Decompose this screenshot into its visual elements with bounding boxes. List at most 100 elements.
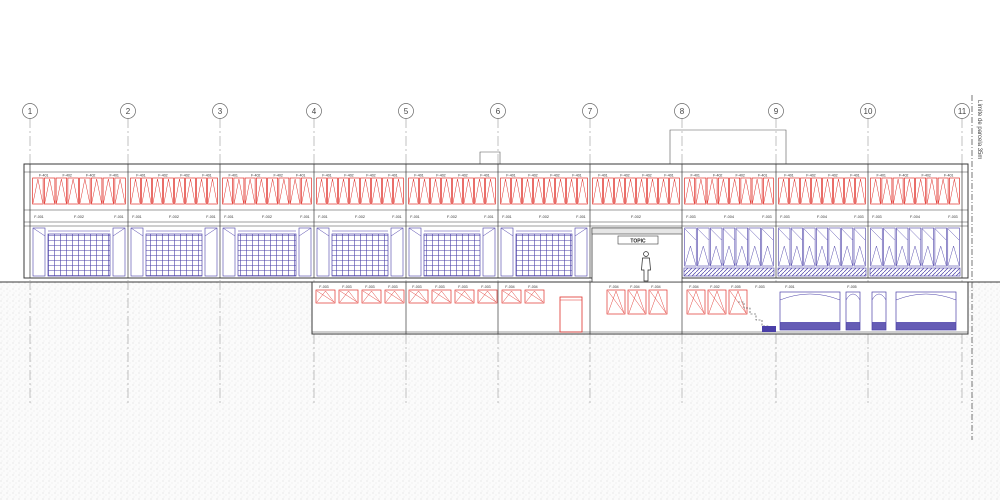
blue-window-sill	[896, 322, 956, 330]
grid-axis-bubble	[674, 103, 690, 119]
basement-window	[477, 289, 498, 304]
basement-window-code: F-003	[481, 285, 490, 289]
window-opening-mark	[763, 178, 774, 204]
upper-window-panel	[267, 177, 279, 205]
window-opening-mark	[904, 178, 915, 204]
upper-window-panel	[625, 177, 636, 205]
lower-window-panel	[853, 227, 866, 267]
grid-axis-label: 3	[218, 107, 223, 116]
topic-sign	[617, 235, 659, 245]
basement-window-frame	[686, 289, 706, 315]
upper-window-code: F-402	[806, 174, 815, 178]
lower-curtain-wall	[237, 233, 297, 277]
upper-window-code: F-401	[480, 174, 489, 178]
lower-side-panel	[574, 227, 588, 277]
basement-window-frame	[431, 289, 452, 304]
upper-window-panel	[684, 177, 695, 205]
grid-axis-label: 1	[28, 107, 33, 116]
upper-window-panel	[430, 177, 441, 205]
window-opening-mark	[316, 178, 327, 204]
upper-window-panel	[500, 177, 511, 205]
mid-band-code: F-003	[872, 215, 881, 219]
upper-window-panel	[55, 177, 67, 205]
window-opening-mark	[696, 178, 706, 204]
upper-window-panel	[751, 177, 763, 205]
upper-window-panel	[511, 177, 522, 205]
lower-window-panel	[816, 227, 828, 267]
window-opening-mark	[316, 227, 404, 237]
upper-window-code: F-402	[158, 174, 167, 178]
basement-window	[627, 289, 647, 315]
lower-hatched-base	[777, 267, 867, 277]
window-opening-mark	[441, 178, 452, 204]
window-opening-mark	[455, 290, 474, 303]
mid-band-code: F-004	[724, 215, 734, 219]
window-opening-mark	[338, 178, 349, 204]
upper-window-panel	[67, 177, 79, 205]
window-opening-mark	[949, 178, 960, 204]
window-opening-mark	[778, 178, 789, 204]
window-opening-mark	[935, 228, 947, 266]
upper-window-code: F-401	[850, 174, 859, 178]
window-opening-mark	[625, 178, 636, 204]
upper-window-code: F-402	[63, 174, 72, 178]
basement-window	[501, 289, 522, 304]
mid-band-code: F-003	[686, 215, 695, 219]
basement-window-frame	[707, 289, 727, 315]
basement-door	[559, 296, 583, 333]
basement-window	[686, 289, 706, 315]
lower-window-panel	[697, 227, 710, 267]
basement-window-code: F-005	[731, 285, 740, 289]
window-opening-mark	[385, 290, 404, 303]
basement-window-frame	[728, 289, 748, 315]
mid-band-code: F-001	[502, 215, 511, 219]
upper-window-panel	[163, 177, 174, 205]
mid-band-code: F-001	[34, 215, 43, 219]
upper-window-code: F-402	[436, 174, 445, 178]
window-opening-mark	[833, 178, 844, 204]
lower-window-panel	[761, 227, 774, 267]
upper-window-panel	[870, 177, 881, 205]
basement-blue-window	[779, 291, 841, 331]
lower-side-panel	[390, 227, 404, 277]
upper-window-panel	[636, 177, 647, 205]
window-opening-mark	[909, 228, 921, 266]
basement-window-code: F-003	[365, 285, 374, 289]
window-opening-mark	[222, 178, 233, 204]
mid-band-code: F-001	[206, 215, 215, 219]
window-opening-mark	[56, 178, 67, 204]
upper-window-panel	[915, 177, 926, 205]
mid-band-code: F-002	[74, 215, 84, 219]
mid-band-code: F-001	[410, 215, 419, 219]
grid-axis-label: 4	[312, 107, 317, 116]
window-opening-mark	[371, 178, 382, 204]
upper-window-panel	[706, 177, 718, 205]
window-opening-mark	[789, 178, 800, 204]
window-opening-mark	[915, 178, 926, 204]
window-opening-mark	[854, 228, 866, 266]
grid-axis-bubble	[582, 103, 598, 119]
window-opening-mark	[649, 290, 667, 314]
upper-window-panel	[419, 177, 430, 205]
window-opening-mark	[141, 178, 152, 204]
ground-right	[968, 282, 1000, 500]
window-opening-mark	[636, 178, 647, 204]
upper-window-code: F-402	[899, 174, 908, 178]
upper-window-code: F-402	[620, 174, 629, 178]
upper-window-panel	[441, 177, 452, 205]
window-opening-mark	[245, 178, 255, 204]
property-limit: Límite de parcela 35m	[971, 95, 982, 440]
basement-window-frame	[524, 289, 545, 304]
upper-window-panel	[43, 177, 56, 205]
upper-window-panel	[603, 177, 614, 205]
window-opening-mark	[844, 178, 855, 204]
window-opening-mark	[841, 228, 853, 266]
window-opening-mark	[163, 178, 174, 204]
mid-band-code: F-001	[392, 215, 401, 219]
upper-window-panel	[800, 177, 811, 205]
basement-window-code: F-002	[710, 285, 719, 289]
lower-window-panel	[778, 227, 791, 267]
upper-window-panel	[32, 177, 44, 205]
